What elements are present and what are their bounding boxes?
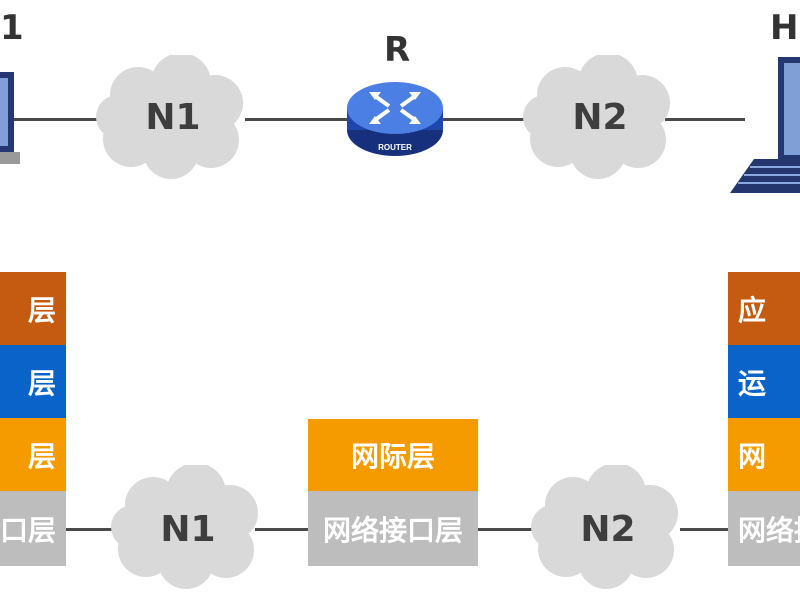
host-left-title: 1 xyxy=(0,8,24,48)
host-right-title: H xyxy=(770,8,799,48)
cloud-icon: N1 xyxy=(93,55,253,180)
application-layer: 应 xyxy=(728,272,800,345)
router-icon: ROUTER xyxy=(345,78,445,160)
cloud-icon: N1 xyxy=(108,465,268,590)
bottom-link-n2-h2 xyxy=(680,528,730,531)
bottom-link-n1-router xyxy=(255,528,310,531)
link-layer: 网络接 xyxy=(728,491,800,566)
network-label: N1 xyxy=(145,97,201,138)
internet-layer: 网 xyxy=(728,418,800,491)
bottom-link-h1-n1 xyxy=(66,528,121,531)
bottom-link-router-n2 xyxy=(478,528,538,531)
transport-layer: 运 xyxy=(728,345,800,418)
router-badge: ROUTER xyxy=(378,143,412,152)
transport-layer: 层 xyxy=(0,345,66,418)
top-link-router-n2 xyxy=(440,118,535,121)
internet-layer: 层 xyxy=(0,418,66,491)
link-layer: 网络接口层 xyxy=(308,491,478,566)
application-layer: 层 xyxy=(0,272,66,345)
network-label: N2 xyxy=(580,509,636,550)
top-link-n2-h2 xyxy=(665,118,745,121)
laptop-icon xyxy=(728,55,800,195)
network-label: N2 xyxy=(572,97,628,138)
network-label: N1 xyxy=(160,509,216,550)
internet-layer: 网际层 xyxy=(308,419,478,491)
top-link-h1-n1 xyxy=(0,118,110,121)
top-link-n1-router xyxy=(245,118,350,121)
cloud-icon: N2 xyxy=(528,465,688,590)
link-layer: 口层 xyxy=(0,491,66,566)
router-title: R xyxy=(384,30,411,70)
laptop-icon xyxy=(0,70,20,165)
cloud-icon: N2 xyxy=(520,55,680,180)
